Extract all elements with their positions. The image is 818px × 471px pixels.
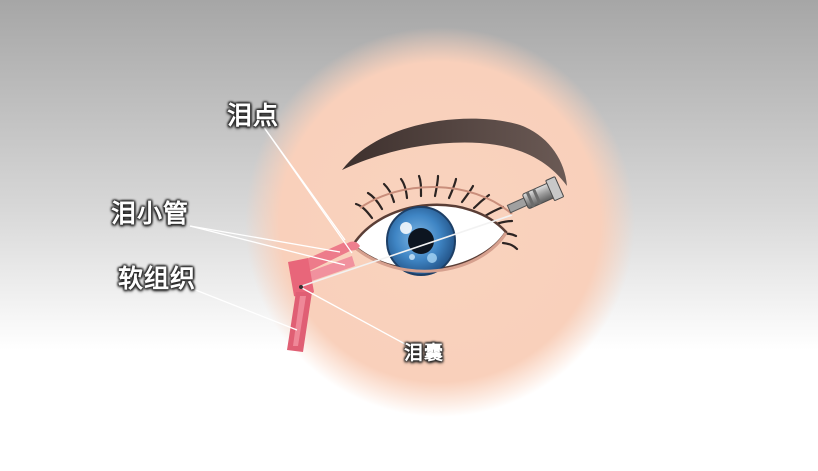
iris-highlight-1 — [400, 222, 412, 234]
label-lacrimal-punctum: 泪点 — [227, 96, 279, 132]
label-lacrimal-canaliculus: 泪小管 — [111, 194, 189, 230]
sac-marker — [299, 285, 303, 289]
label-soft-tissue: 软组织 — [118, 259, 196, 295]
label-lacrimal-sac: 泪囊 — [404, 338, 444, 365]
iris-highlight-3 — [409, 254, 415, 260]
pupil — [408, 228, 434, 254]
iris-highlight-2 — [427, 253, 437, 263]
